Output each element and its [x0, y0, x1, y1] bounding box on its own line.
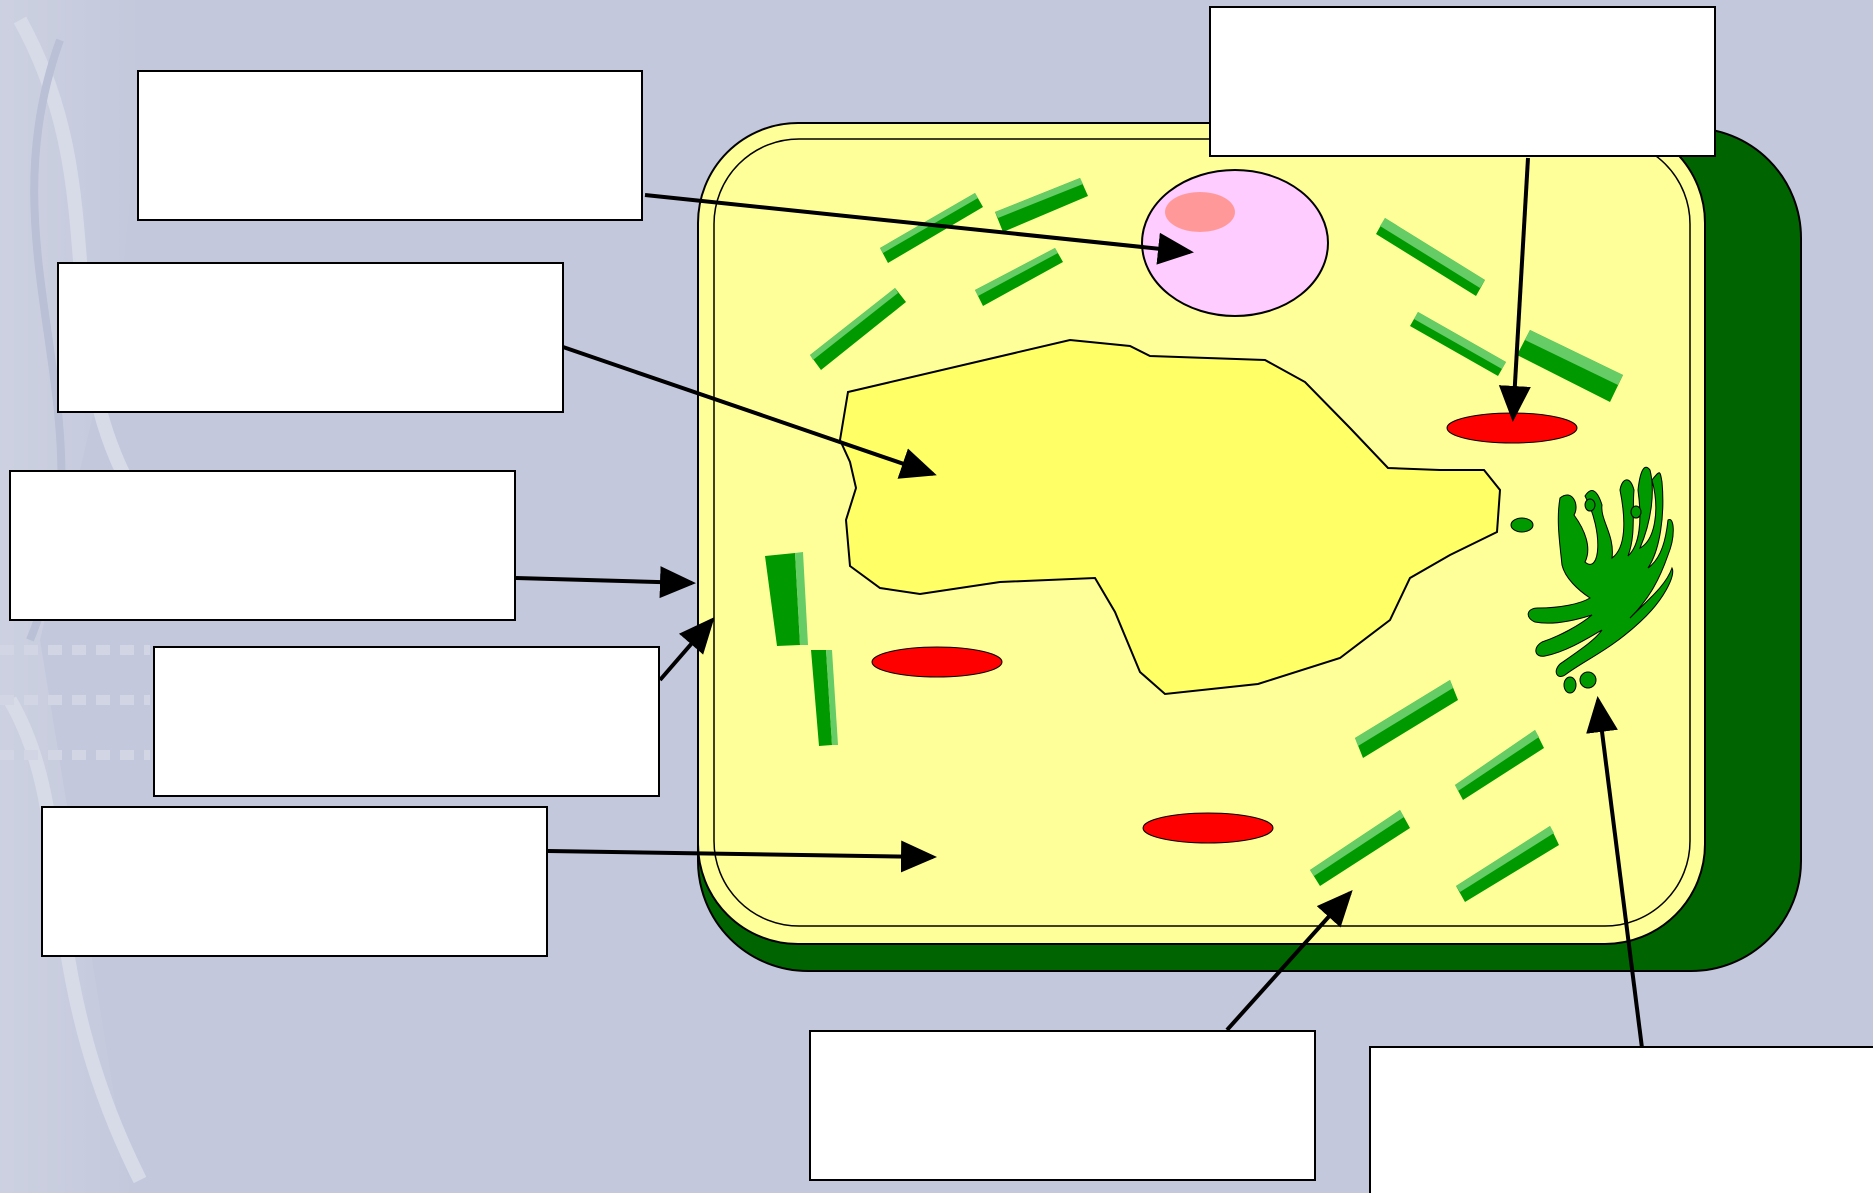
nucleus-label-box[interactable] [137, 70, 643, 221]
mitochondria [871, 412, 1578, 844]
nucleus [1141, 169, 1329, 317]
chloroplast [810, 288, 906, 370]
mitochondria-label-box[interactable] [1209, 6, 1716, 157]
golgi-label-box[interactable] [1369, 1046, 1873, 1193]
cell-membrane-label-box[interactable] [9, 470, 516, 621]
chloroplast [1456, 826, 1554, 892]
cell-wall-label-box[interactable] [153, 646, 660, 797]
vacuole [838, 338, 1502, 696]
chloroplast [1414, 312, 1506, 369]
chloroplast [995, 178, 1088, 232]
mitochondrion [1142, 812, 1274, 844]
cytoplasm-label-box[interactable] [41, 806, 548, 957]
chloroplast [1355, 680, 1453, 746]
arrow-golgi [1586, 696, 1644, 1049]
mitochondrion [871, 646, 1003, 678]
chloroplast [811, 650, 832, 746]
chloroplast [975, 248, 1063, 306]
arrow-mitochondria [1498, 157, 1531, 422]
cell-membrane-inner [713, 138, 1691, 927]
chloroplast-label-box[interactable] [809, 1030, 1316, 1181]
chloroplast [1455, 730, 1539, 791]
golgi-apparatus [1510, 466, 1674, 694]
chloroplast [826, 650, 838, 745]
arrow-vacuole [562, 345, 937, 479]
chloroplast [1310, 810, 1404, 876]
arrow-cell-wall [658, 616, 715, 682]
arrow-chloroplast [1225, 890, 1353, 1032]
nucleolus [1165, 192, 1235, 232]
arrow-cytoplasm [547, 840, 937, 873]
chloroplast [880, 193, 983, 263]
vacuole-label-box[interactable] [57, 262, 564, 413]
chloroplasts [765, 178, 1623, 902]
arrow-cell-membrane [515, 566, 696, 599]
chloroplast [1380, 218, 1485, 288]
chloroplast [765, 553, 800, 646]
chloroplast [810, 288, 898, 360]
chloroplast [995, 178, 1083, 218]
arrows [515, 157, 1644, 1049]
chloroplast [1525, 330, 1623, 385]
arrow-nucleus [644, 193, 1194, 265]
chloroplast [975, 248, 1058, 296]
chloroplast [795, 552, 808, 645]
